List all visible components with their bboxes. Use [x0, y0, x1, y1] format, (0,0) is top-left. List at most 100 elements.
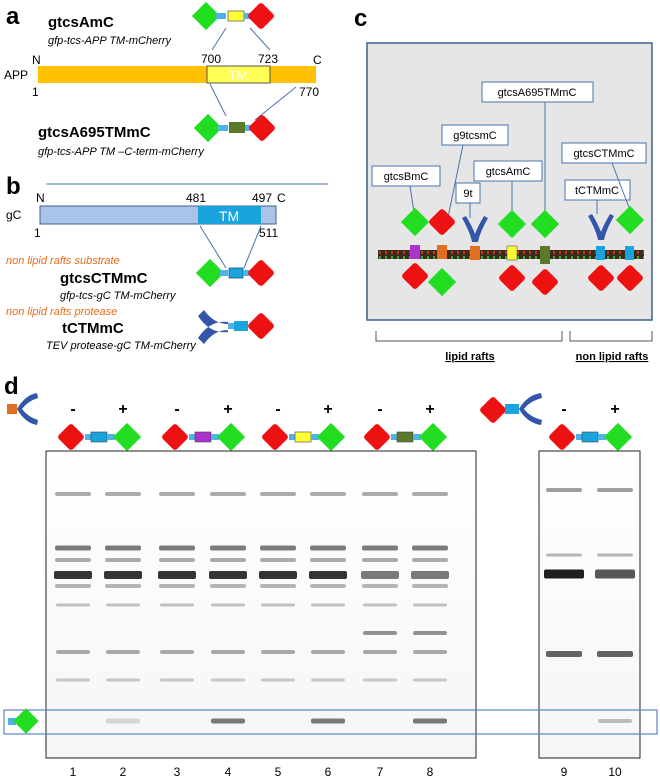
gel-band: [55, 584, 91, 588]
gel-band: [210, 584, 246, 588]
lane-number: 1: [70, 765, 77, 779]
gel-band: [260, 558, 296, 562]
gfp-icon: [112, 422, 142, 452]
non-lipid-rafts-label: non lipid rafts: [576, 351, 649, 363]
mcherry-icon: [249, 115, 275, 141]
label-tctmmc: tCTMmC: [575, 185, 619, 197]
linker-icon: [85, 434, 91, 440]
protease-tctmmc-icon: [480, 393, 542, 425]
gc-tm-icon: [234, 321, 248, 331]
cleavage-product-highlight: [3, 709, 658, 735]
panel-a: a gtcsAmC gfp-tcs-APP TM-mCherry N C 700…: [4, 1, 322, 158]
gc-tm-label: TM: [219, 208, 239, 224]
gel-band: [211, 650, 245, 654]
gfp-icon: [216, 422, 246, 452]
mcherry-icon: [429, 209, 455, 235]
gel-band: [105, 545, 141, 551]
cleavage-band: [413, 718, 447, 724]
construct-gtcsa695tmmc-name: gtcsA695TMmC: [38, 124, 151, 141]
cleavage-band: [598, 719, 632, 723]
label-9t: 9t: [463, 188, 472, 200]
cleaved-gfp-icon: [8, 708, 39, 734]
construct-gtcsa695tmmc-desc: gfp-tcs-APP TM –C-term-mCherry: [38, 146, 205, 158]
gel-band: [363, 650, 397, 654]
mcherry-icon: [58, 424, 84, 450]
gel-band: [597, 651, 633, 657]
linker-icon: [220, 270, 228, 276]
gel-band: [363, 631, 397, 635]
lane-sign: -: [377, 401, 382, 418]
connector-line: [209, 83, 227, 117]
gel-band: [413, 631, 447, 635]
gel-band: [597, 488, 633, 492]
lane-number: 4: [225, 765, 232, 779]
gel-band: [413, 650, 447, 654]
mcherry-icon: [499, 265, 525, 291]
mcherry-icon: [532, 269, 558, 295]
lane-sign: -: [174, 401, 179, 418]
gel-band: [260, 584, 296, 588]
lane-number: 7: [377, 765, 384, 779]
app-pos-700: 700: [201, 52, 221, 66]
app-tm-domain: [206, 65, 271, 84]
linker-icon: [107, 434, 115, 440]
label-box: [561, 142, 647, 164]
protease-note: non lipid rafts protease: [6, 306, 117, 318]
linker-icon: [245, 125, 251, 131]
gel-band: [413, 603, 447, 607]
lane-sign: -: [561, 401, 566, 418]
linker-icon: [289, 434, 295, 440]
gel-bands: [54, 488, 635, 724]
linker-icon: [391, 434, 397, 440]
gel-band: [105, 584, 141, 588]
gc-c-label: C: [277, 191, 286, 205]
label-box: [455, 182, 481, 204]
tm-icon: [396, 431, 414, 443]
mcherry-icon: [364, 424, 390, 450]
panel-a-letter: a: [6, 3, 20, 30]
gc-tm-domain: [198, 206, 261, 224]
gel-band: [361, 571, 399, 579]
mcherry-icon: [549, 424, 575, 450]
gel-band: [159, 492, 195, 496]
gc-tm-icon: [228, 267, 244, 279]
mcherry-icon: [402, 263, 428, 289]
gel-band: [159, 545, 195, 551]
label-gtcsamc: gtcsAmC: [486, 166, 531, 178]
lane-number: 5: [275, 765, 282, 779]
mcherry-icon: [248, 3, 274, 29]
gel-band: [211, 678, 245, 682]
gel-band: [362, 584, 398, 588]
gel-band: [160, 603, 194, 607]
gel-band: [55, 545, 91, 551]
gel-band: [311, 678, 345, 682]
gel-band: [106, 678, 140, 682]
gc-pos-1: 1: [34, 226, 41, 240]
membrane-proteins: [400, 205, 645, 297]
lane-construct-icons: [58, 422, 633, 452]
connector-line: [211, 27, 227, 51]
label-gtcsa695tmmc: gtcsA695TMmC: [498, 87, 577, 99]
gfp-icon: [418, 422, 448, 452]
gel-band: [105, 558, 141, 562]
substrate-note: non lipid rafts substrate: [6, 255, 120, 267]
cleavage-band: [211, 718, 245, 724]
gel-band: [105, 492, 141, 496]
lane-number: 9: [561, 765, 568, 779]
gel-band: [412, 545, 448, 551]
gc-pos-481: 481: [186, 191, 206, 205]
label-box: [473, 160, 543, 182]
connector-line: [249, 27, 271, 51]
gfp-icon: [191, 1, 221, 31]
linker-icon: [218, 125, 228, 131]
lane-sign: +: [223, 401, 232, 418]
gel-band: [159, 558, 195, 562]
gel-band: [55, 492, 91, 496]
gfp-icon: [530, 209, 560, 239]
app-pos-1: 1: [32, 85, 39, 99]
lane-number: 6: [325, 765, 332, 779]
gel-band: [597, 553, 633, 557]
mcherry-icon: [617, 265, 643, 291]
app-protein-label: APP: [4, 68, 28, 82]
gel-band: [363, 678, 397, 682]
